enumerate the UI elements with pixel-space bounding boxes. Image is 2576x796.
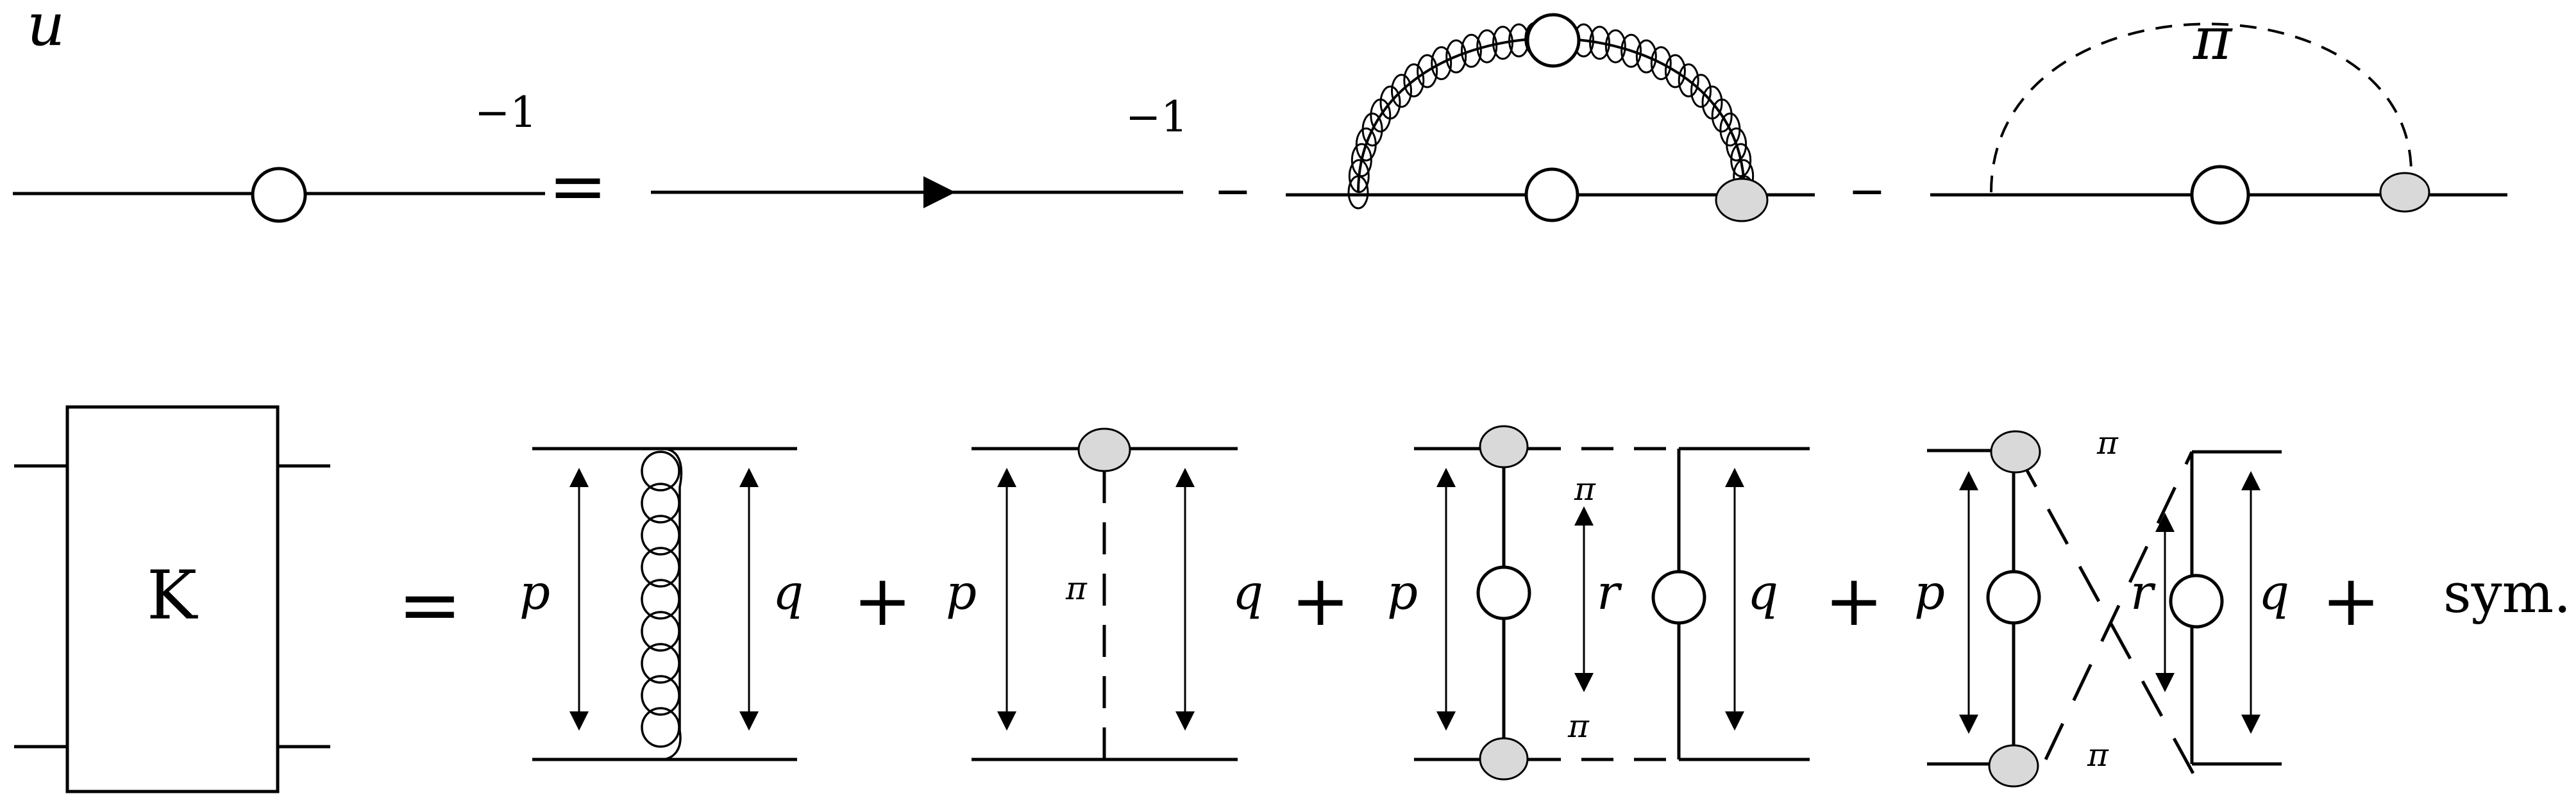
gluon-loop — [1621, 33, 1642, 68]
gluon-loop — [1445, 39, 1467, 74]
gluon-loop — [1379, 85, 1401, 120]
pion-label: π — [1065, 570, 1088, 607]
gluon-loop — [1690, 74, 1712, 108]
vertex-blob — [1077, 427, 1131, 472]
gluon-loop — [1403, 63, 1425, 97]
minus-sign-2: − — [1848, 165, 1886, 217]
gluon-loop — [1635, 39, 1657, 74]
vertex-blob — [1715, 178, 1769, 222]
propagator-node — [1651, 570, 1706, 625]
minus-sign-1: − — [1214, 165, 1252, 217]
plus-sign-3: + — [1824, 560, 1883, 642]
gluon-loop — [1417, 54, 1438, 88]
vertex-blob — [1479, 425, 1529, 468]
vertex-blob — [1990, 430, 2041, 474]
bare-propagator: −1 — [651, 92, 1188, 208]
pion-label-top: π — [2096, 424, 2119, 461]
pion-pion-diagram: p π r π q — [1387, 425, 1810, 781]
gluon-node — [1526, 13, 1581, 68]
flavor-label: u — [27, 0, 65, 59]
propagator-node — [1986, 570, 2041, 625]
kernel-equation: K = p q + p π q + — [14, 405, 2571, 793]
gluon-loop — [1726, 127, 1747, 162]
gluon-loop — [1604, 29, 1626, 63]
pion-exchange-diagram: p π q — [946, 427, 1263, 761]
gluon-loop — [1650, 46, 1672, 81]
momentum-label-r: r — [1597, 564, 1622, 620]
momentum-label-p: p — [1387, 564, 1418, 620]
gap-equation: u −1 = −1 − − π — [13, 0, 2507, 227]
momentum-label-p: p — [946, 564, 977, 620]
gluon-loop — [1351, 143, 1372, 178]
vertex-blob — [2379, 172, 2430, 213]
gluon-loop — [1664, 54, 1686, 88]
gluon-loop — [1460, 33, 1482, 68]
pion-line-crossed — [2015, 451, 2201, 786]
pion-label-bottom: π — [2087, 736, 2109, 774]
momentum-label-p: p — [519, 564, 550, 620]
momentum-label-p: p — [1914, 564, 1945, 620]
pion-arc — [1990, 22, 2412, 193]
momentum-label-q: q — [1233, 564, 1263, 620]
propagator-node — [2190, 165, 2250, 225]
gluon-rail — [660, 447, 683, 761]
gluon-self-energy — [1286, 13, 1815, 222]
pion-label-bottom: π — [1567, 708, 1590, 745]
kernel-label: K — [147, 556, 199, 634]
propagator-node — [251, 167, 307, 223]
gluon-loop — [1431, 46, 1452, 81]
pion-line-crossed — [2044, 451, 2194, 761]
propagator-node — [1476, 565, 1531, 620]
vertex-blob — [1479, 737, 1529, 781]
lhs-exponent: −1 — [475, 88, 537, 137]
gluon-loop — [1476, 29, 1498, 63]
equals-sign-row2: = — [398, 561, 462, 650]
symmetrization-label: sym. — [2443, 562, 2571, 626]
gluon-loop — [1361, 112, 1383, 147]
gluon-loop — [1711, 98, 1733, 133]
rhs-exponent: −1 — [1125, 92, 1188, 142]
gluon-loop — [1678, 63, 1699, 97]
momentum-label-q: q — [1747, 564, 1778, 620]
gluon-loop — [641, 451, 680, 492]
crossed-pion-pion-diagram: p π r π q — [1914, 424, 2289, 788]
propagator-node — [1524, 167, 1579, 222]
plus-sign-4: + — [2321, 560, 2380, 642]
gluon-loop — [1492, 26, 1513, 60]
pion-self-energy: π — [1930, 4, 2507, 225]
gluon-exchange-diagram: p q — [519, 447, 804, 761]
pion-label-top: π — [1574, 470, 1596, 508]
plus-sign-1: + — [853, 560, 912, 642]
propagator-node — [2169, 574, 2224, 629]
vertex-blob — [1988, 744, 2039, 788]
equals-sign-row1: = — [548, 145, 607, 227]
gluon-loop — [1391, 74, 1412, 108]
pion-label: π — [2193, 4, 2233, 73]
gluon-coil — [641, 447, 683, 761]
momentum-label-q: q — [2259, 564, 2289, 620]
kernel-box: K — [14, 405, 330, 793]
momentum-label-r: r — [2130, 564, 2156, 620]
momentum-label-q: q — [773, 564, 804, 620]
plus-sign-2: + — [1291, 560, 1350, 642]
gluon-loop — [1589, 26, 1610, 60]
dressed-propagator-lhs: −1 — [13, 88, 545, 223]
